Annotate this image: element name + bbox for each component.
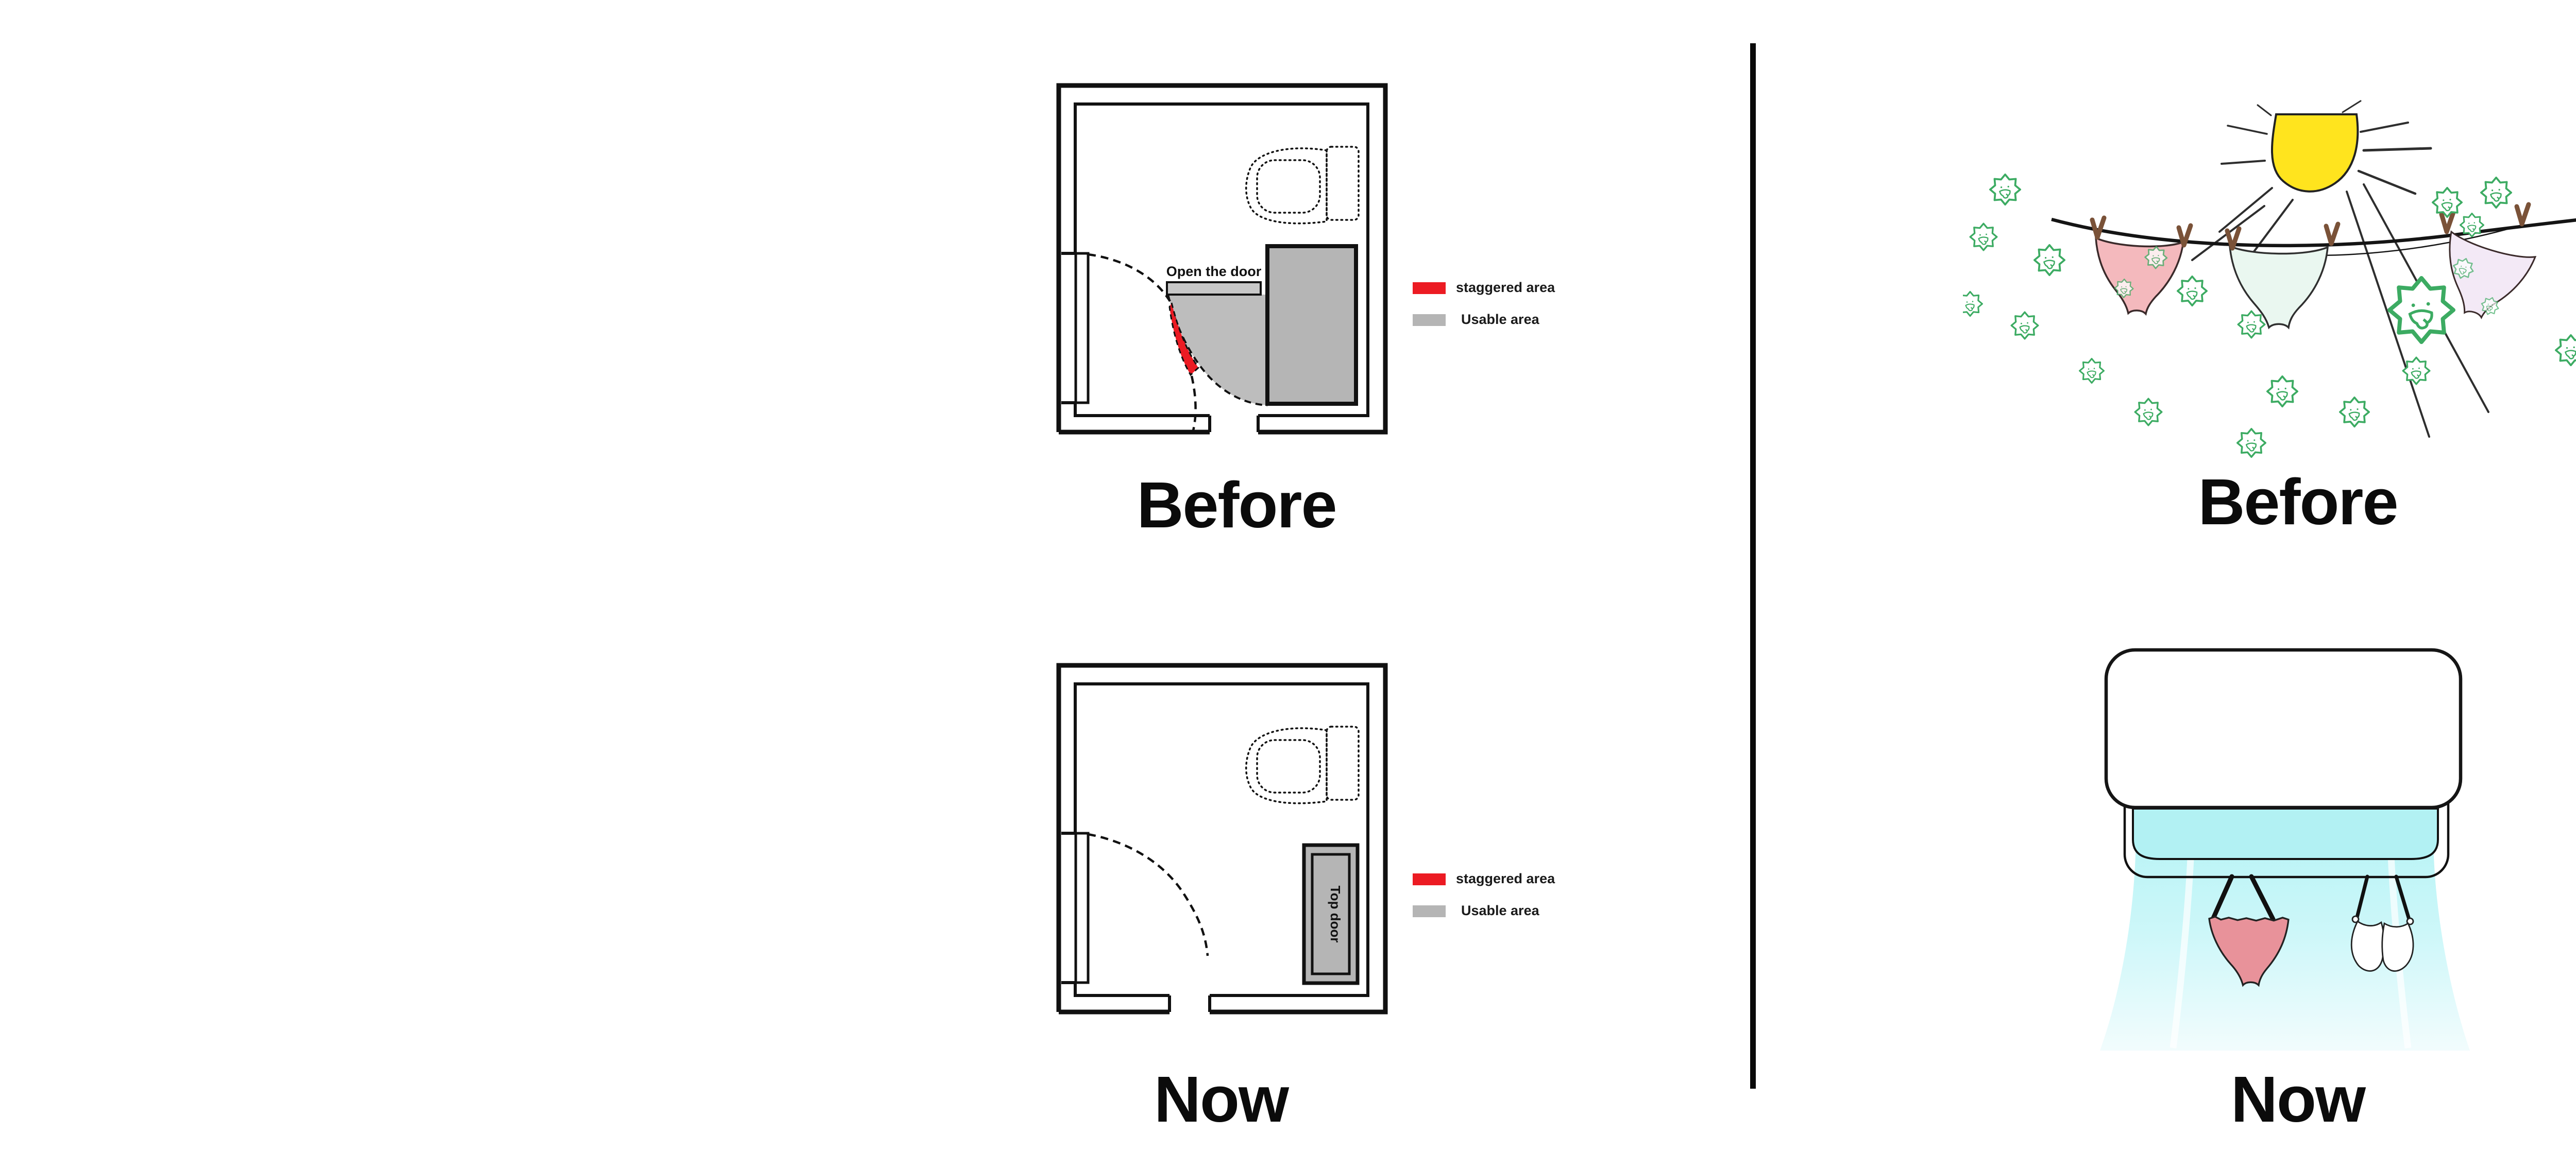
germ-icon (2554, 334, 2576, 367)
panty-lavender (2449, 230, 2537, 319)
now-label-right: Now (2231, 1063, 2366, 1136)
germ-icon (2134, 398, 2163, 426)
germ-icon (2236, 427, 2266, 458)
door-leaf (1074, 252, 1090, 404)
panty-hanging (2208, 916, 2290, 987)
panty-pink (2095, 236, 2184, 316)
door-arc-dashed (1088, 833, 1209, 956)
dryer-body (2104, 648, 2463, 810)
panel-divider (1750, 43, 1756, 1089)
germ-icon (2237, 310, 2266, 339)
door-swing-area (1168, 295, 1267, 405)
germ-icon (1989, 173, 2021, 206)
cabinet-before (1265, 244, 1358, 406)
legend-swatch-staggered (1413, 873, 1446, 885)
germ-icon (2459, 213, 2485, 237)
germ-icon (2176, 275, 2208, 307)
bra-hanging (2350, 915, 2414, 972)
germ-print-icon (2144, 245, 2168, 270)
clothespin-icon (2092, 218, 2104, 237)
door-leaf (1074, 832, 1090, 984)
germ-icon (2266, 375, 2299, 408)
open-door-panel (1166, 281, 1262, 296)
inner-wall (1061, 682, 1369, 1012)
outer-wall (1056, 83, 1388, 435)
door-arc-dashed (1088, 253, 1197, 431)
germ-icon (2033, 244, 2065, 277)
hanger-clips (2354, 874, 2411, 921)
legend-swatch-staggered (1413, 282, 1446, 294)
top-door-unit: Top door (1302, 843, 1360, 985)
legend-now: staggered area Usable area (1413, 871, 1555, 918)
germ-icon (2431, 186, 2463, 218)
germ-icon (1969, 222, 1998, 251)
big-germ-icon (2389, 278, 2453, 342)
dryer-light-panel (2132, 808, 2439, 860)
legend-label-staggered: staggered area (1456, 280, 1555, 295)
germ-icon (1963, 291, 1983, 317)
germ-icon (2338, 396, 2370, 428)
before-label-right: Before (2198, 466, 2398, 538)
legend-swatch-usable (1413, 905, 1446, 917)
toilet-icon (1245, 146, 1360, 225)
germ-print-icon (2114, 278, 2134, 299)
legend-label-usable: Usable area (1461, 903, 1540, 918)
legend-before: staggered area Usable area (1413, 280, 1555, 327)
legend-label-usable: Usable area (1461, 312, 1540, 327)
clothesline (2051, 217, 2576, 248)
outdoor-drying-scene (1963, 100, 2576, 458)
legend-label-staggered: staggered area (1456, 871, 1555, 886)
panty-mint (2228, 245, 2329, 330)
staggered-area-shape (1168, 300, 1199, 376)
clothespin-icon (2517, 204, 2529, 224)
germ-icon (2010, 311, 2039, 340)
now-label-left: Now (1154, 1063, 1289, 1136)
dryer-scene (2100, 648, 2470, 1051)
clothespin-icon (2326, 224, 2338, 244)
legend-swatch-usable (1413, 314, 1446, 326)
open-door-annotation: Open the door (1166, 264, 1262, 279)
before-label-left: Before (1137, 469, 1337, 541)
germ-icon (2402, 356, 2431, 385)
floor-plan-before: Open the door staggered area Usable area (1056, 83, 1555, 435)
hanger-clips (2210, 874, 2276, 922)
germ-icon (2079, 358, 2105, 384)
top-door-label: Top door (1328, 886, 1343, 943)
inner-wall (1061, 102, 1369, 432)
floor-plan-now: Top door staggered area Usable area (1056, 663, 1555, 1015)
outer-wall (1056, 663, 1388, 1015)
germ-icon (2480, 176, 2513, 209)
toilet-icon (1245, 726, 1360, 804)
